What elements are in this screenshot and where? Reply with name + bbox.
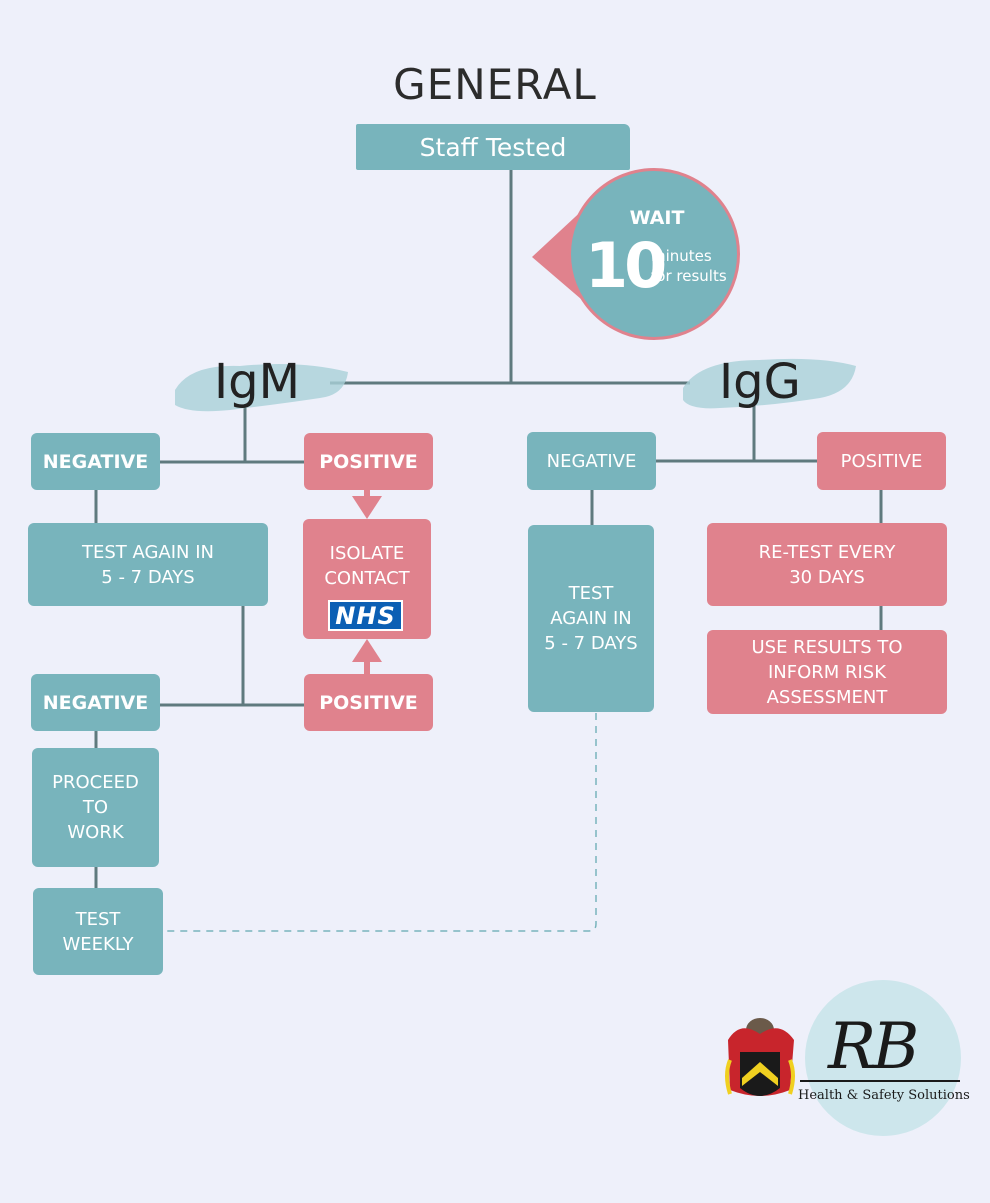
igg-test-again-node: TEST AGAIN IN 5 - 7 DAYS [528, 525, 654, 712]
nhs-logo: NHS [328, 600, 403, 631]
arrow-up-head [352, 639, 382, 662]
wait-bubble: WAIT 10 minutes for results [568, 168, 740, 340]
start-node-staff-tested: Staff Tested [356, 124, 630, 170]
igg-positive-node: POSITIVE [817, 432, 946, 490]
page-title: GENERAL [393, 60, 597, 109]
arrow-down-head [352, 496, 382, 519]
brand-circle [805, 980, 961, 1136]
igm-negative-2-node: NEGATIVE [31, 674, 160, 731]
proceed-to-work-node: PROCEED TO WORK [32, 748, 159, 867]
wait-label: WAIT [629, 207, 685, 229]
igm-negative-node: NEGATIVE [31, 433, 160, 490]
igm-test-again-node: TEST AGAIN IN 5 - 7 DAYS [28, 523, 268, 606]
wait-unit: minutes [651, 247, 712, 265]
igm-positive-node: POSITIVE [304, 433, 433, 490]
wait-suffix: for results [651, 267, 727, 285]
retest-node: RE-TEST EVERY 30 DAYS [707, 523, 947, 606]
brand-divider [800, 1080, 960, 1082]
use-results-node: USE RESULTS TO INFORM RISK ASSESSMENT [707, 630, 947, 714]
igg-brush [683, 358, 856, 409]
test-weekly-node: TEST WEEKLY [33, 888, 163, 975]
igg-negative-node: NEGATIVE [527, 432, 656, 490]
igm-brush [175, 364, 348, 412]
igm-positive-2-node: POSITIVE [304, 674, 433, 731]
arrow-up-stem [364, 658, 370, 676]
branch-label-igm: IgM [214, 354, 301, 410]
brand-subtitle: Health & Safety Solutions [798, 1088, 970, 1103]
branch-label-igg: IgG [719, 354, 801, 410]
crest-emblem [725, 1018, 795, 1096]
arrow-down-stem [364, 490, 370, 498]
brand-monogram: RB [828, 1010, 919, 1084]
connector-dashed-loop [164, 713, 597, 932]
wait-number: 10 [585, 229, 667, 302]
nhs-logo-text: NHS [330, 602, 401, 630]
